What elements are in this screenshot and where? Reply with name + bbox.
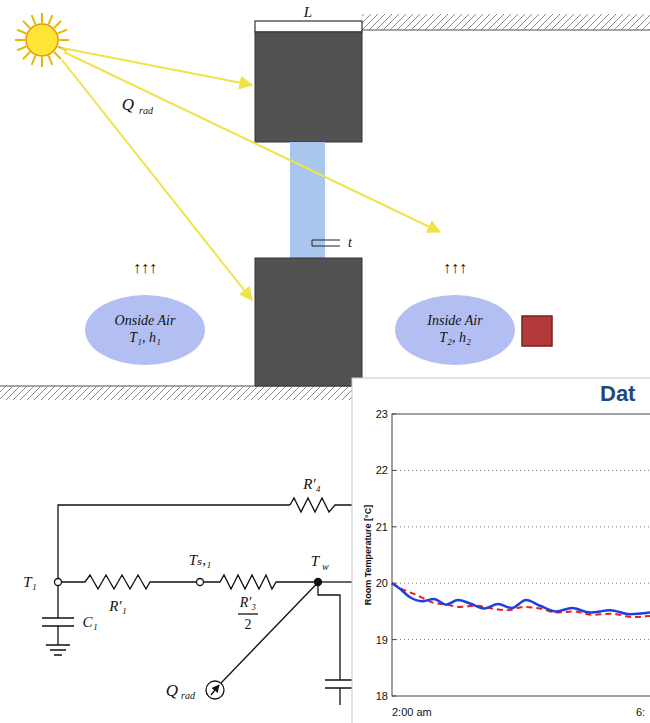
wire: [221, 585, 316, 684]
sun-ray: [32, 15, 36, 24]
sun-ray: [23, 21, 30, 28]
sun-ray: [59, 39, 69, 41]
chart-panel: [352, 378, 650, 723]
circuit-node: [55, 579, 62, 586]
thermal-circuit: [42, 498, 355, 705]
chart-plot: [392, 414, 650, 696]
tick-mark: [392, 639, 396, 640]
resistor-symbol: [290, 498, 352, 512]
fraction-denominator: 2: [245, 618, 252, 632]
capacitor-symbol: [318, 586, 355, 706]
grid-line: [392, 526, 650, 527]
ellipse-shape: [395, 295, 515, 365]
sun-ray: [54, 52, 61, 59]
axis-tick: 6:: [636, 707, 645, 718]
resistor-label: R′₁: [109, 599, 127, 614]
ceiling-line: [362, 29, 650, 31]
capacitor-label: C₁: [82, 615, 97, 630]
radiation-ray: [62, 60, 252, 300]
sun-ray: [32, 56, 36, 65]
source-label: Q: [166, 682, 178, 699]
chart-title: Dat: [600, 383, 635, 405]
convection-arrows: ↑↑↑: [443, 260, 467, 276]
axis-tick: 18: [376, 691, 388, 702]
resistor-label: R′₃: [240, 596, 256, 610]
resistor-label: R′₄: [303, 477, 321, 492]
tick-mark: [392, 526, 396, 527]
axis-tick: 19: [376, 634, 388, 645]
region-name: Inside Air: [427, 313, 482, 330]
dimension-label: t: [348, 236, 352, 250]
sun-ray: [15, 39, 25, 41]
measured-line: [392, 583, 650, 614]
resistor-symbol: [62, 575, 197, 589]
tick-mark: [392, 414, 396, 415]
grid-line: [392, 639, 650, 640]
axis-tick: 22: [376, 465, 388, 476]
insulation-layer: [255, 21, 362, 32]
node-label: T: [311, 554, 319, 569]
node-subscript: w: [322, 562, 329, 572]
ceiling-hatch: [362, 14, 650, 30]
axis-title: Room Temperature [°C]: [364, 505, 373, 605]
air-region: Onside AirT₁, h₁: [85, 295, 205, 365]
radiation-ray: [62, 48, 252, 85]
grid-line: [392, 470, 650, 471]
symbol-subscript: rad: [139, 106, 153, 116]
tick-mark: [392, 696, 396, 697]
dimension-label: L: [304, 5, 312, 20]
air-region: Inside AirT₂, h₂: [395, 295, 515, 365]
symbol-label: Q: [122, 96, 134, 113]
window-glass: [290, 142, 325, 258]
wire: [58, 505, 290, 579]
region-values: T₁, h₁: [129, 330, 161, 347]
source-arrow: [211, 685, 219, 695]
grid-line: [392, 583, 650, 584]
sun-ray: [49, 56, 53, 65]
ellipse-shape: [85, 295, 205, 365]
resistor-symbol: [204, 575, 315, 589]
wire: [322, 581, 353, 582]
current-source: [206, 681, 224, 699]
sun-disc: [26, 24, 58, 56]
sun-ray: [23, 52, 30, 59]
axis-tick: 2:00 am: [392, 707, 432, 718]
sun-ray: [58, 30, 67, 34]
node-label: Tₛ,₁: [189, 553, 211, 568]
axis-tick: 20: [376, 578, 388, 589]
plot-frame: [392, 414, 650, 696]
circuit-node: [197, 579, 204, 586]
sun-ray: [17, 30, 26, 34]
radiation-ray: [64, 52, 440, 232]
sun-ray: [41, 13, 43, 23]
model-line: [392, 583, 650, 617]
tick-mark: [392, 470, 396, 471]
axis-tick: 23: [376, 409, 388, 420]
thickness-bracket: [312, 240, 340, 246]
sun-ray: [49, 15, 53, 24]
upper-wall: [255, 32, 362, 142]
sun-ray: [54, 21, 61, 28]
source-subscript: rad: [181, 691, 195, 701]
sun-ray: [41, 57, 43, 67]
axis-tick: 21: [376, 521, 388, 532]
region-name: Onside Air: [115, 313, 176, 330]
circuit-node: [315, 579, 322, 586]
capacitor-symbol: [42, 586, 74, 656]
convection-arrows: ↑↑↑: [133, 260, 157, 276]
sun: [15, 13, 69, 67]
node-label: T₁: [23, 575, 37, 590]
sun-ray: [17, 47, 26, 51]
fraction-bar: [238, 613, 258, 614]
lower-wall: [255, 258, 362, 386]
region-values: T₂, h₂: [439, 330, 471, 347]
red-marker: [522, 316, 552, 346]
